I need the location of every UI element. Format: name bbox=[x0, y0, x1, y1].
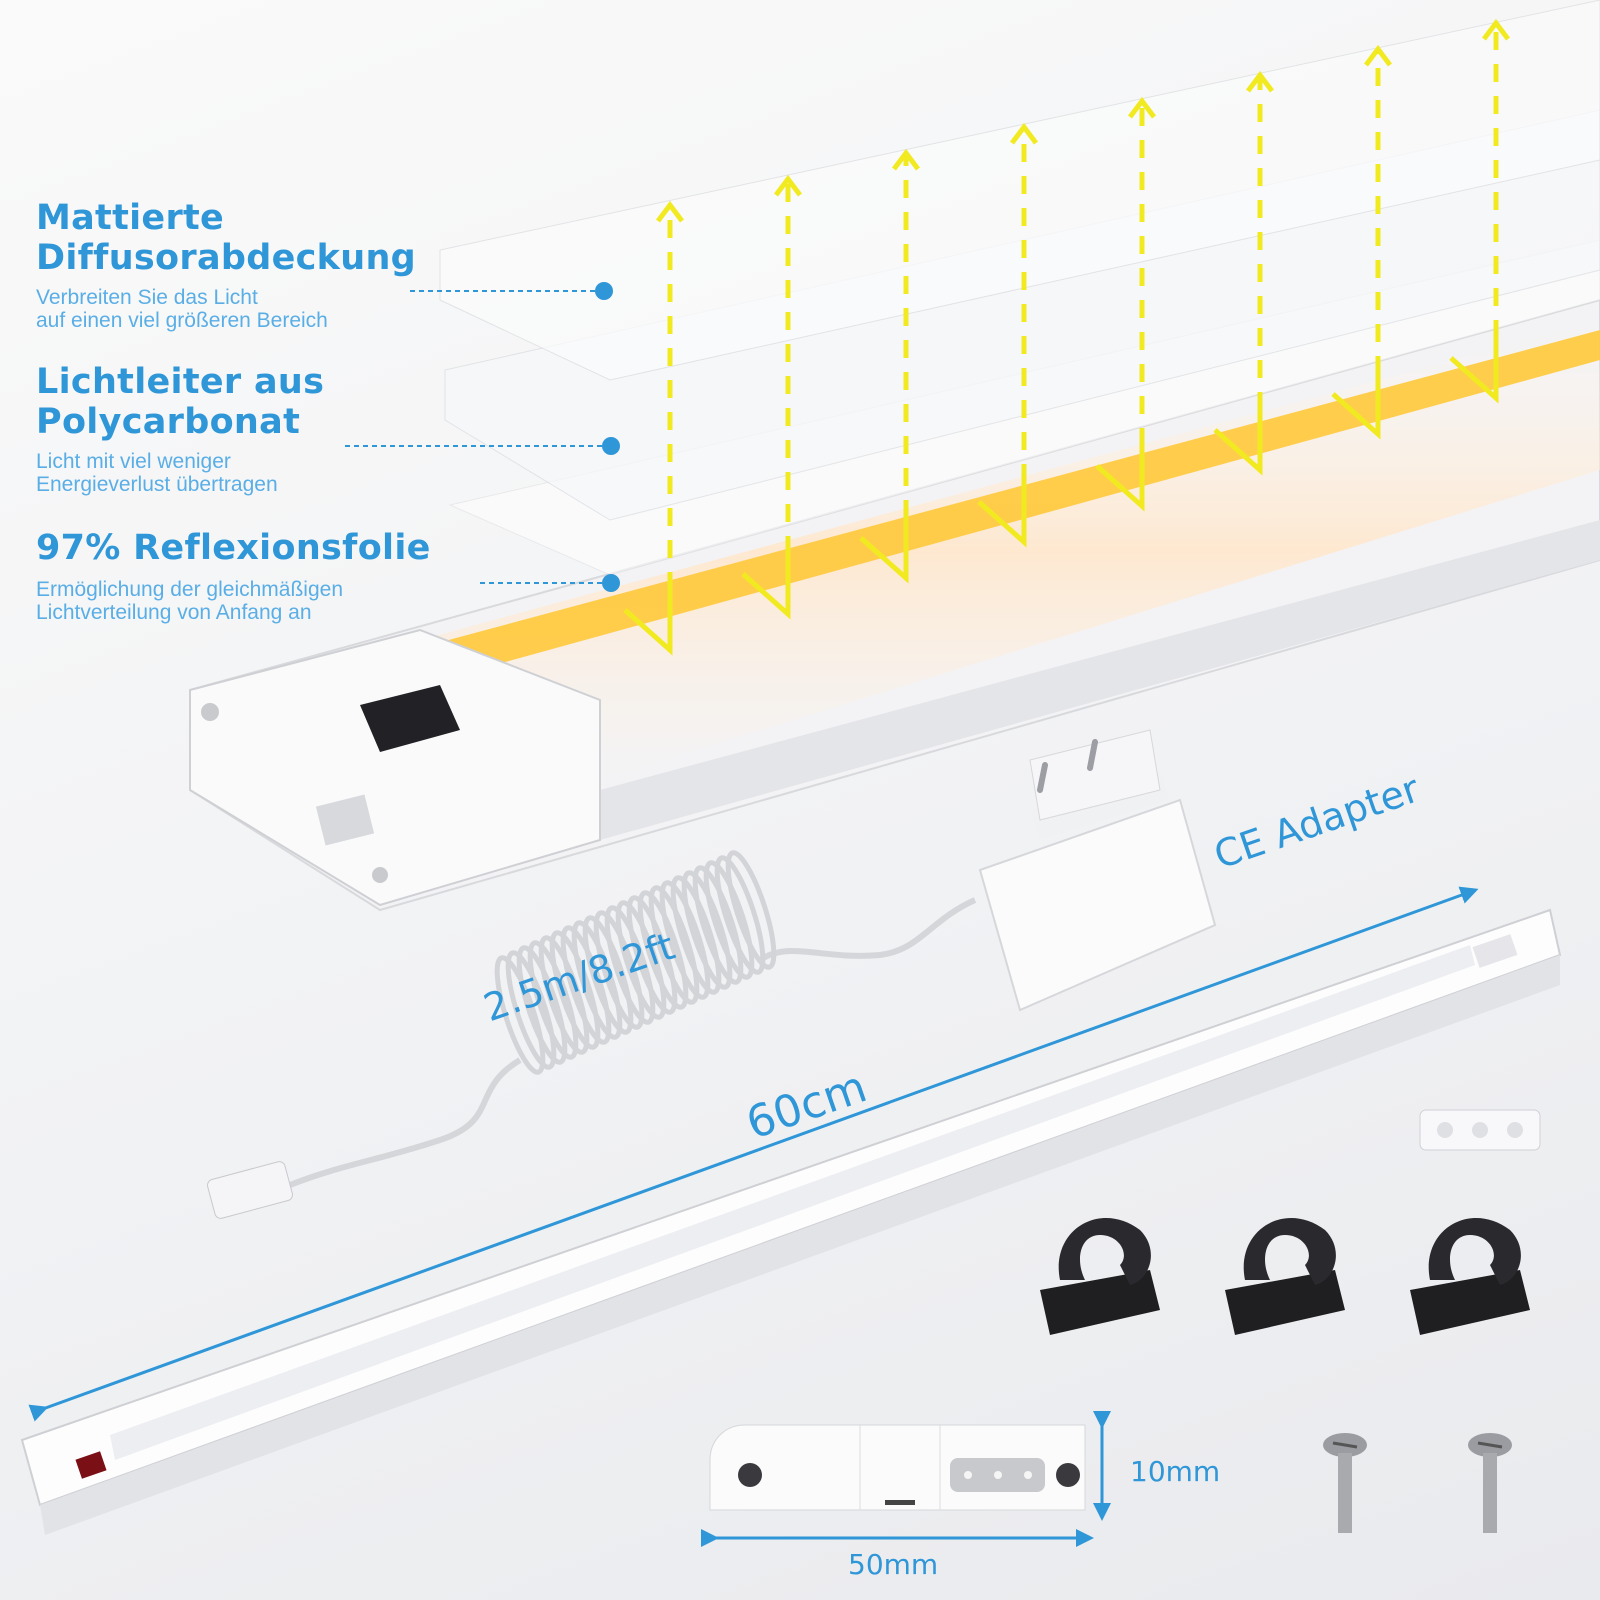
reflection-arrow bbox=[623, 590, 673, 656]
end-cap-detail bbox=[701, 1411, 1111, 1547]
reflection-arrow bbox=[1095, 446, 1145, 512]
feature-description: Licht mit viel weniger bbox=[36, 450, 231, 473]
reflection-arrow bbox=[1331, 374, 1381, 440]
reflection-arrow bbox=[1213, 410, 1263, 476]
feature-reflection-foil: 97% Reflexionsfolie Ermöglichung der gle… bbox=[36, 528, 431, 624]
cable-clip bbox=[1410, 1218, 1530, 1335]
length-dimension-arrow bbox=[28, 886, 1479, 1422]
feature-description: auf einen viel größeren Bereich bbox=[36, 309, 328, 332]
sensor-window bbox=[360, 685, 460, 752]
light-arrowhead bbox=[1482, 18, 1510, 41]
screw-icon bbox=[1468, 1433, 1512, 1533]
feature-title: Lichtleiter aus bbox=[36, 362, 325, 402]
feature-diffuser: Mattierte Diffusorabdeckung Verbreiten S… bbox=[36, 198, 416, 332]
connector-block bbox=[1419, 1109, 1541, 1151]
screw-icon bbox=[1323, 1433, 1367, 1533]
ce-power-adapter bbox=[978, 729, 1217, 1012]
exploded-led-bar bbox=[189, 0, 1600, 912]
feature-title: Polycarbonat bbox=[36, 402, 301, 442]
feature-title: Mattierte bbox=[36, 198, 225, 238]
height-label: 10mm bbox=[1130, 1455, 1221, 1488]
sensor-window bbox=[75, 1451, 107, 1479]
light-direction-arrows bbox=[623, 18, 1510, 656]
plug-pin bbox=[1037, 762, 1048, 793]
light-arrowhead bbox=[1364, 44, 1392, 67]
reflection-arrow bbox=[977, 482, 1027, 548]
feature-title: 97% Reflexionsfolie bbox=[36, 528, 431, 568]
feature-light-guide: Lichtleiter aus Polycarbonat Licht mit v… bbox=[36, 362, 324, 496]
leader-dot bbox=[602, 574, 620, 592]
light-arrowhead bbox=[656, 200, 684, 223]
light-arrowhead bbox=[1246, 70, 1274, 93]
width-label: 50mm bbox=[848, 1548, 939, 1581]
light-arrowhead bbox=[1128, 96, 1156, 119]
light-arrowhead bbox=[774, 174, 802, 197]
feature-title: Diffusorabdeckung bbox=[36, 238, 417, 278]
feature-leader-lines bbox=[345, 282, 620, 592]
end-cap bbox=[189, 628, 601, 907]
plug-pin bbox=[1087, 739, 1098, 771]
screw-hole bbox=[201, 703, 219, 721]
leader-dot bbox=[595, 282, 613, 300]
feature-description: Ermöglichung der gleichmäßigen bbox=[36, 578, 343, 601]
light-arrowhead bbox=[1010, 122, 1038, 145]
reflection-arrow bbox=[741, 554, 791, 620]
cable-connector bbox=[207, 1161, 293, 1219]
feature-description: Verbreiten Sie das Licht bbox=[36, 286, 258, 309]
reflection-arrow bbox=[1449, 338, 1499, 404]
feature-description: Lichtverteilung von Anfang an bbox=[36, 601, 312, 624]
feature-description: Energieverlust übertragen bbox=[36, 473, 278, 496]
leader-dot bbox=[602, 437, 620, 455]
reflection-arrow bbox=[859, 518, 909, 584]
cable-clip bbox=[1225, 1218, 1345, 1335]
cable-clip bbox=[1040, 1218, 1160, 1335]
light-arrowhead bbox=[892, 148, 920, 171]
cable-clips bbox=[1040, 1218, 1530, 1335]
